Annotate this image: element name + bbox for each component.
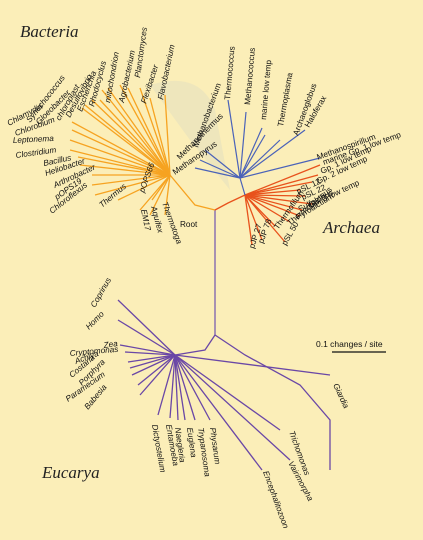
taxon-label-euc-12: Euglena [185, 427, 198, 458]
archaea-title: Archaea [322, 218, 380, 237]
taxon-label-euc-1: Homo [84, 309, 106, 331]
taxon-label-euc-0: Coprinus [89, 276, 113, 309]
bacteria-branches [69, 84, 216, 216]
taxon-label-euc-3: Cryptomonas [69, 345, 118, 358]
archaea-shading [150, 80, 230, 190]
taxon-label-arc-3: Thermococcus [223, 46, 237, 100]
eucarya-title: Eucarya [41, 463, 100, 482]
archaea-branches [214, 164, 321, 246]
taxon-label-arc-6: Thermoplasma [276, 72, 294, 128]
taxon-label-euc-2: Zea [102, 339, 119, 350]
eucarya-branches [117, 299, 331, 471]
bacteria-title: Bacteria [20, 22, 79, 41]
taxon-label-euc-18: Giardia [331, 382, 350, 410]
taxon-label-bac-3: pOPS66 [137, 161, 157, 195]
taxon-label-euc-15: Encephalitozoon [261, 470, 290, 530]
root-label: Root [180, 220, 198, 229]
taxon-label-euc-9: Dictyostelium [150, 424, 167, 474]
taxon-label-arc-4: Methanococcus [243, 47, 257, 105]
taxon-label-arc-5: marine low temp [259, 59, 273, 120]
taxon-label-bac-4: Thermus [98, 182, 129, 210]
taxon-label-bac-2: EM17 [139, 209, 152, 232]
taxon-label-bac-11: Leptonema [13, 134, 55, 145]
scale-label: 0.1 changes / site [316, 339, 383, 349]
archaea-blue-branches [194, 99, 321, 196]
